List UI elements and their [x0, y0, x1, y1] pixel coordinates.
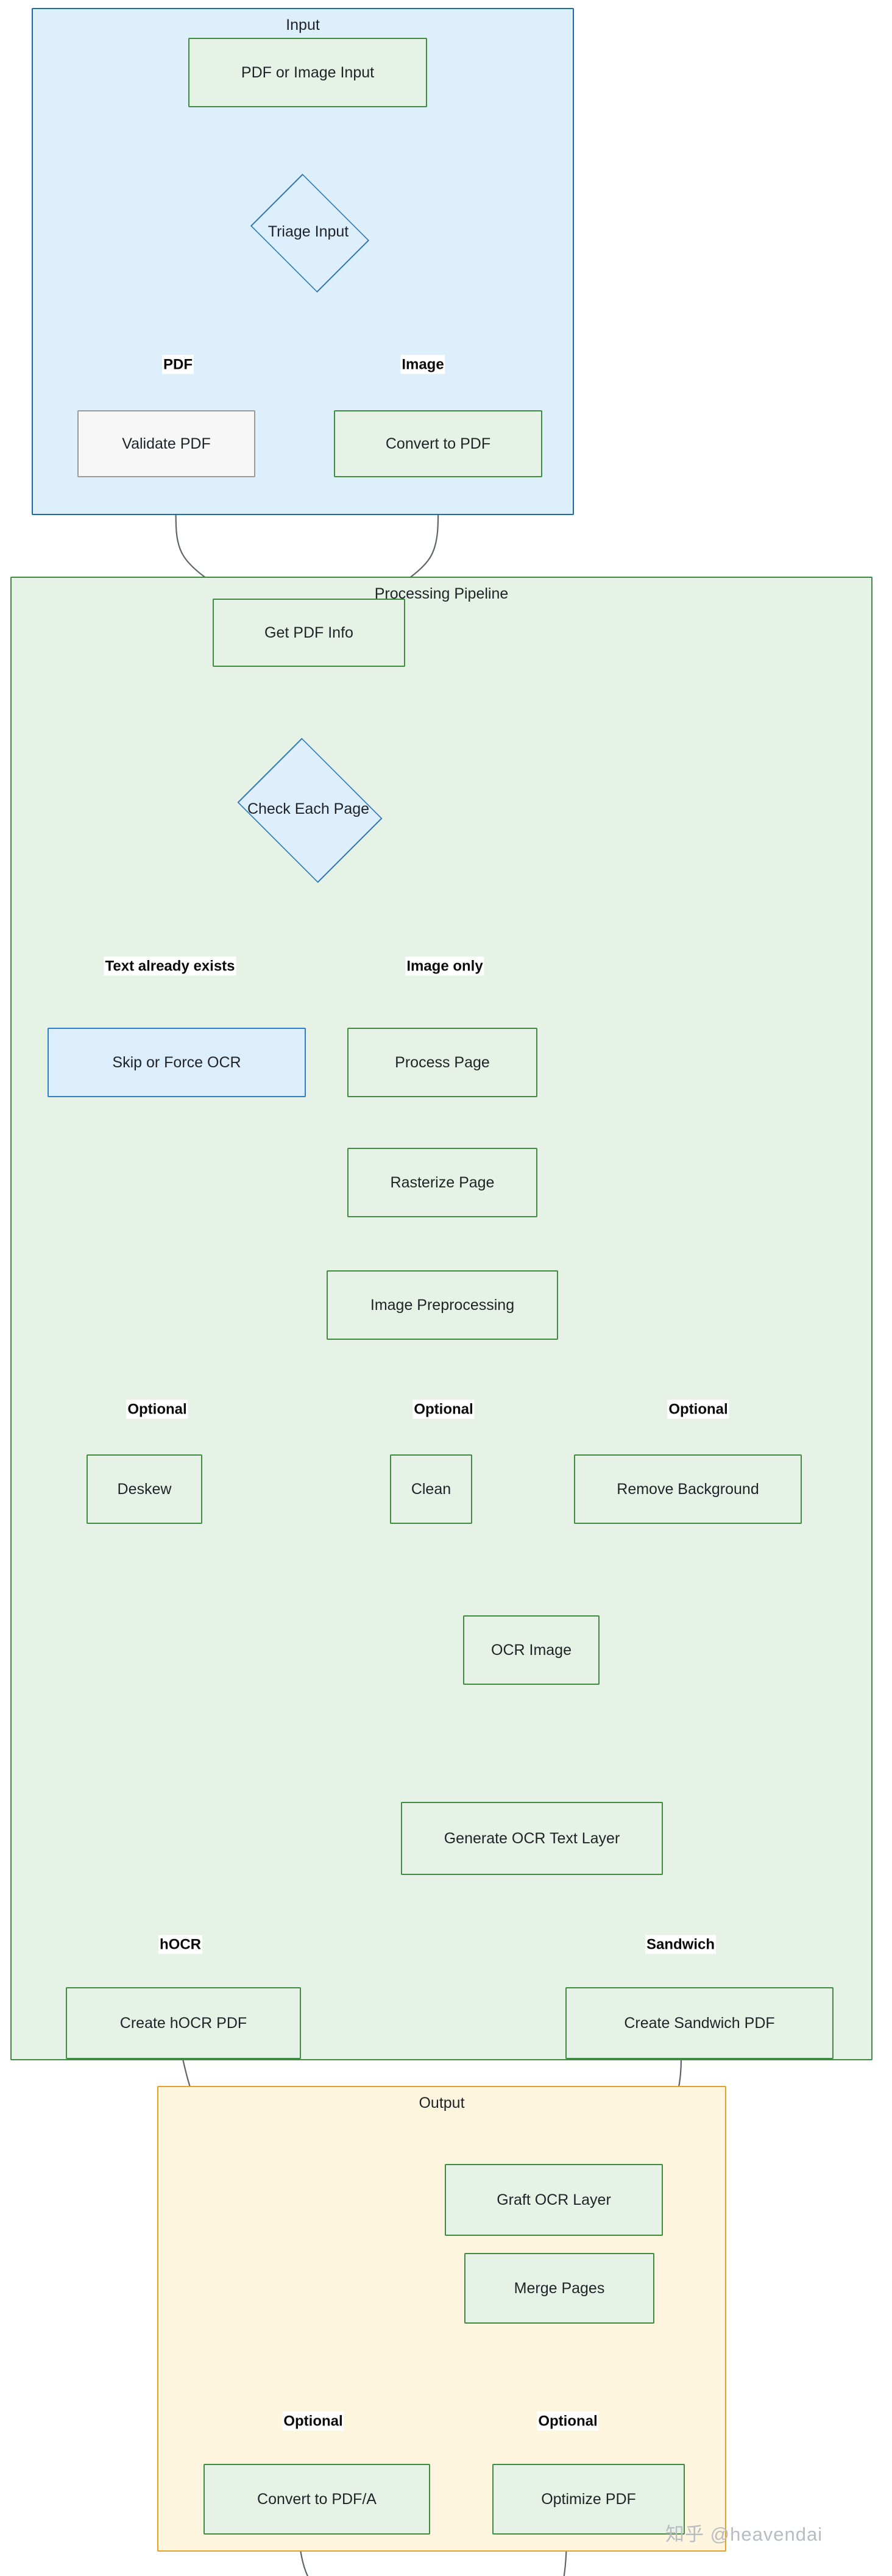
node-label: Get PDF Info	[264, 624, 353, 641]
node-ocr-image[interactable]: OCR Image	[463, 1615, 600, 1685]
cluster-input-title: Input	[286, 16, 320, 34]
edge-label-optional-pdfa: Optional	[282, 2411, 344, 2431]
cluster-output-title: Output	[419, 2094, 465, 2112]
node-label: Create Sandwich PDF	[624, 2014, 775, 2032]
edge-label-optional-optimize: Optional	[537, 2411, 599, 2431]
node-label: Optimize PDF	[541, 2490, 636, 2508]
node-label: Skip or Force OCR	[112, 1053, 241, 1071]
node-check-each-page[interactable]: Check Each Page	[194, 730, 422, 888]
node-label: Check Each Page	[247, 800, 370, 817]
node-label: PDF or Image Input	[241, 63, 375, 81]
node-label: Graft OCR Layer	[497, 2191, 611, 2208]
node-label: Triage Input	[267, 222, 349, 240]
node-label: Merge Pages	[514, 2279, 605, 2297]
node-label: Clean	[411, 1480, 451, 1498]
node-label: Convert to PDF/A	[257, 2490, 377, 2508]
node-pdf-or-image-input[interactable]: PDF or Image Input	[188, 38, 427, 107]
node-graft-ocr-layer[interactable]: Graft OCR Layer	[445, 2164, 663, 2236]
node-label: Image Preprocessing	[370, 1296, 515, 1314]
node-label: Rasterize Page	[390, 1173, 495, 1191]
node-remove-background[interactable]: Remove Background	[574, 1454, 802, 1524]
node-label: Generate OCR Text Layer	[444, 1829, 620, 1847]
edge-label-pdf: PDF	[162, 355, 194, 374]
watermark-attribution: 知乎 @heavendai	[665, 2524, 823, 2545]
node-rasterize-page[interactable]: Rasterize Page	[347, 1148, 537, 1217]
node-skip-or-force-ocr[interactable]: Skip or Force OCR	[48, 1028, 306, 1097]
node-get-pdf-info[interactable]: Get PDF Info	[213, 599, 405, 667]
node-convert-to-pdfa[interactable]: Convert to PDF/A	[204, 2464, 430, 2535]
node-deskew[interactable]: Deskew	[87, 1454, 202, 1524]
edge-label-optional-deskew: Optional	[126, 1400, 188, 1419]
edge-label-image: Image	[400, 355, 445, 374]
node-create-hocr-pdf[interactable]: Create hOCR PDF	[66, 1987, 301, 2059]
node-process-page[interactable]: Process Page	[347, 1028, 537, 1097]
node-label: OCR Image	[491, 1641, 572, 1659]
edge-label-hocr: hOCR	[158, 1935, 202, 1954]
node-label: Remove Background	[617, 1480, 759, 1498]
node-label: Convert to PDF	[385, 435, 491, 452]
node-merge-pages[interactable]: Merge Pages	[464, 2253, 654, 2324]
edge-label-optional-clean: Optional	[412, 1400, 475, 1419]
node-label: Deskew	[117, 1480, 172, 1498]
edge-label-image-only: Image only	[405, 956, 484, 976]
node-convert-to-pdf[interactable]: Convert to PDF	[334, 410, 542, 477]
node-create-sandwich-pdf[interactable]: Create Sandwich PDF	[565, 1987, 834, 2059]
node-triage-input[interactable]: Triage Input	[225, 166, 392, 297]
node-label: Process Page	[395, 1053, 490, 1071]
node-label: Create hOCR PDF	[119, 2014, 247, 2032]
node-optimize-pdf[interactable]: Optimize PDF	[492, 2464, 685, 2535]
edge-label-sandwich: Sandwich	[645, 1935, 717, 1954]
node-generate-ocr-text-layer[interactable]: Generate OCR Text Layer	[401, 1802, 663, 1875]
edge-label-text-already-exists: Text already exists	[104, 956, 236, 976]
node-validate-pdf[interactable]: Validate PDF	[77, 410, 255, 477]
node-clean[interactable]: Clean	[390, 1454, 472, 1524]
node-image-preprocessing[interactable]: Image Preprocessing	[327, 1270, 558, 1340]
edge-label-optional-removebg: Optional	[667, 1400, 729, 1419]
node-label: Validate PDF	[122, 435, 211, 452]
cluster-processing-title: Processing Pipeline	[374, 585, 509, 602]
